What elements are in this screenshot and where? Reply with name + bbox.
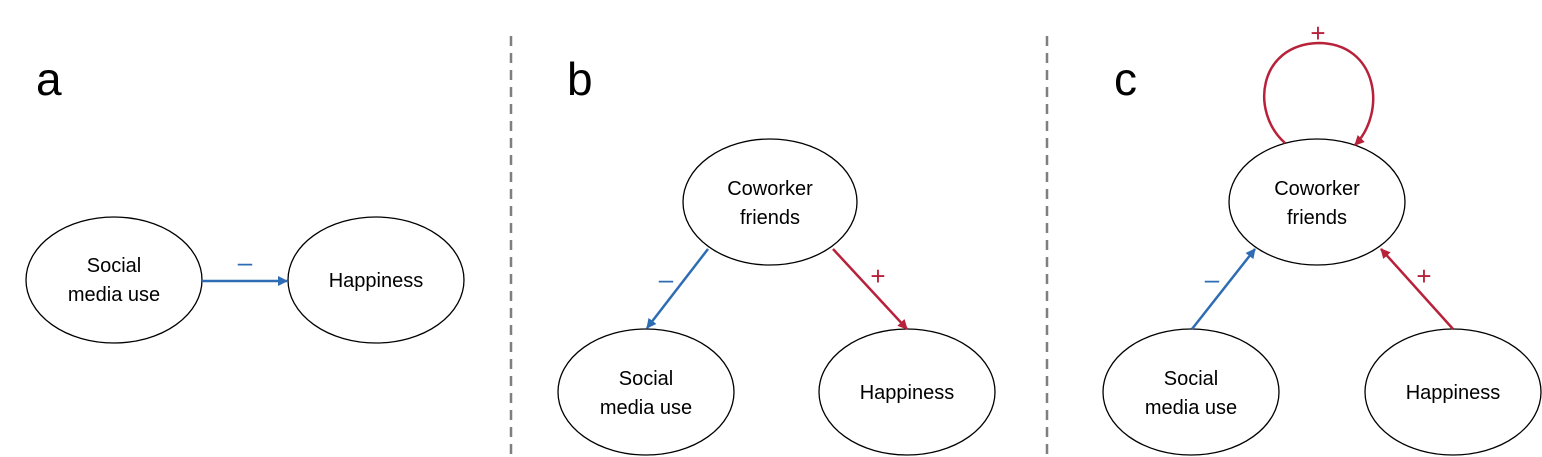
edge-social-to-coworker: [1191, 248, 1256, 330]
node-happiness: Happiness: [1364, 328, 1542, 456]
node-label: Happiness: [860, 382, 955, 404]
edge-sign-negative: –: [1205, 264, 1220, 294]
node-label-line-2: friends: [740, 207, 800, 229]
node-label-line-2: media use: [1145, 397, 1237, 419]
node-label-line-2: friends: [1287, 207, 1347, 229]
edge-sign-positive: +: [870, 261, 885, 291]
node-label-line-1: Social: [87, 255, 141, 277]
panel-b: b Coworker friends Social media use Happ…: [557, 53, 996, 456]
edge-happiness-to-coworker: [1380, 248, 1454, 330]
panel-letter-a: a: [36, 53, 62, 105]
node-coworker-friends: Coworker friends: [1228, 138, 1406, 266]
node-label-line-2: media use: [68, 284, 160, 306]
panel-c: c Coworker friends Social media use Happ…: [1102, 18, 1542, 456]
node-social-media-use: Social media use: [25, 216, 203, 344]
node-label: Happiness: [329, 270, 424, 292]
edge-sign-negative: –: [238, 247, 253, 277]
edge-coworker-to-happiness: [832, 248, 908, 330]
edge-sign-negative: –: [659, 264, 674, 294]
panel-letter-c: c: [1114, 53, 1137, 105]
edge-sign-positive: +: [1416, 261, 1431, 291]
node-label-line-1: Social: [1164, 368, 1218, 390]
edge-coworker-self-loop: [1263, 41, 1375, 146]
node-happiness: Happiness: [818, 328, 996, 456]
edge-sign-positive: +: [1310, 18, 1325, 48]
edge-coworker-to-social: [646, 248, 709, 329]
node-label-line-1: Coworker: [1274, 178, 1360, 200]
node-coworker-friends: Coworker friends: [682, 138, 858, 266]
panel-a: a Social media use Happiness –: [25, 53, 465, 344]
node-social-media-use: Social media use: [557, 328, 735, 456]
node-label-line-1: Coworker: [727, 178, 813, 200]
node-label-line-2: media use: [600, 397, 692, 419]
node-label: Happiness: [1406, 382, 1501, 404]
node-social-media-use: Social media use: [1102, 328, 1280, 456]
panel-letter-b: b: [567, 53, 593, 105]
node-label-line-1: Social: [619, 368, 673, 390]
node-happiness: Happiness: [287, 216, 465, 344]
